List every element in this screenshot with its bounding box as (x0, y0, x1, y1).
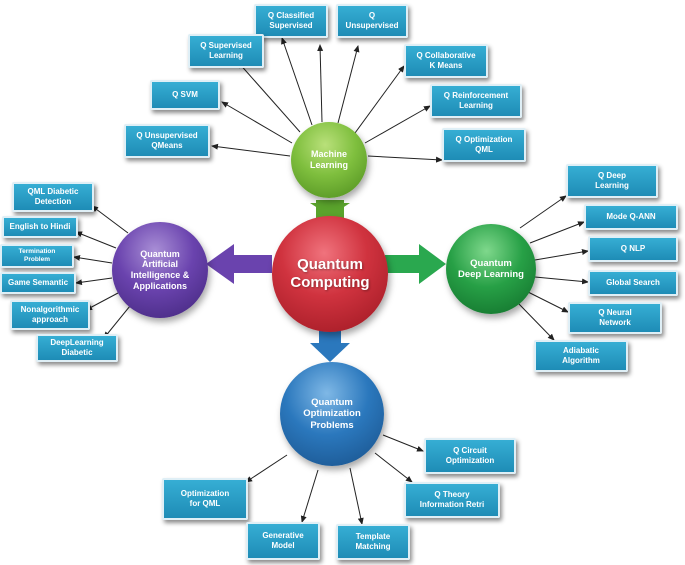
ai-arrow-3 (73, 254, 113, 264)
ml-box-label: Q SVM (172, 90, 198, 100)
dl-arrow-1 (519, 195, 567, 229)
ml-arrow-4 (237, 61, 301, 133)
ml-box-label: Q Unsupervised QMeans (136, 131, 198, 150)
opt-box-template-matching: Template Matching (336, 524, 410, 560)
ai-box-label: QML Diabetic Detection (27, 187, 79, 206)
ml-arrow-6 (221, 101, 293, 144)
opt-box-label: Q Theory Information Retri (419, 490, 485, 509)
dl-box-label: Q Deep Learning (595, 171, 629, 190)
dl-box-qnlp: Q NLP (588, 236, 678, 262)
ai-box-english-hindi: English to Hindi (2, 216, 78, 238)
opt-arrow-2 (374, 452, 413, 483)
opt-box-label: Optimization for QML (180, 489, 230, 508)
opt-box-label: Q Circuit Optimization (445, 446, 495, 465)
opt-box-optimization-qml: Optimization for QML (162, 478, 248, 520)
deep-learning-label: Quantum Deep Learning (458, 257, 524, 280)
dl-arrow-4 (534, 276, 589, 285)
center-node: Quantum Computing (272, 216, 388, 332)
ai-arrow-4 (75, 277, 113, 286)
ai-box-termination-problem: Termination Problem (0, 244, 74, 268)
ml-box-collaborative-kmeans: Q Collaborative K Means (404, 44, 488, 78)
dl-box-label: Adiabatic Algorithm (562, 346, 600, 365)
dl-arrow-6 (517, 302, 555, 341)
ai-applications-label: Quantum Artificial Intelligence & Applic… (130, 248, 190, 291)
ai-box-qml-diabetic: QML Diabetic Detection (12, 182, 94, 212)
ai-box-label: DeepLearning Diabetic (50, 338, 104, 357)
opt-arrow-5 (349, 467, 364, 525)
opt-box-theory-information: Q Theory Information Retri (404, 482, 500, 518)
optimization-node: Quantum Optimization Problems (280, 362, 384, 466)
dl-box-label: Global Search (606, 278, 660, 288)
ml-box-label: Q Reinforcement Learning (443, 91, 509, 110)
dl-box-deep-learning: Q Deep Learning (566, 164, 658, 198)
ai-arrow-5 (85, 292, 119, 311)
ai-applications-node: Quantum Artificial Intelligence & Applic… (112, 222, 208, 318)
optimization-label: Quantum Optimization Problems (303, 397, 361, 431)
ml-arrow-3 (337, 45, 360, 124)
ai-box-label: English to Hindi (9, 222, 71, 232)
block-arrow-left (206, 244, 272, 284)
opt-box-label: Generative Model (262, 531, 304, 550)
opt-arrow-1 (382, 434, 424, 452)
opt-box-label: Template Matching (355, 532, 391, 551)
ai-connectors (73, 205, 131, 339)
dl-box-global-search: Global Search (588, 270, 678, 296)
ai-arrow-2 (75, 231, 117, 249)
ml-connectors (211, 37, 443, 163)
ai-box-label: Nonalgorithmic approach (20, 305, 80, 324)
opt-arrow-4 (300, 469, 319, 523)
ml-box-label: Q Collaborative K Means (416, 51, 476, 70)
ml-box-unsupervised: Q Unsupervised (336, 4, 408, 38)
ai-box-deeplearning-diabetic: DeepLearning Diabetic (36, 334, 118, 362)
ml-box-reinforcement-learning: Q Reinforcement Learning (430, 84, 522, 118)
ai-arrow-1 (91, 205, 129, 234)
dl-arrow-2 (529, 221, 585, 244)
machine-learning-label: Machine Learning (309, 149, 348, 170)
ml-arrow-5 (354, 65, 405, 134)
block-arrow-right (385, 244, 446, 284)
ai-box-nonalgorithmic: Nonalgorithmic approach (10, 300, 90, 330)
opt-connectors (245, 434, 424, 525)
ml-box-label: Q Classified Supervised (267, 11, 315, 30)
ml-box-classified-supervised: Q Classified Supervised (254, 4, 328, 38)
ml-box-label: Q Supervised Learning (200, 41, 252, 60)
opt-box-circuit-optimization: Q Circuit Optimization (424, 438, 516, 474)
dl-box-adiabatic-algorithm: Adiabatic Algorithm (534, 340, 628, 372)
dl-connectors (517, 195, 589, 341)
ai-box-label: Game Semantic (7, 278, 69, 288)
ml-arrow-9 (367, 155, 443, 163)
ai-box-label: Termination Problem (18, 248, 56, 263)
dl-arrow-5 (527, 291, 569, 313)
dl-box-neural-network: Q Neural Network (568, 302, 662, 334)
ml-arrow-2 (317, 44, 324, 123)
ml-box-label: Q Optimization QML (455, 135, 513, 154)
opt-arrow-3 (245, 454, 288, 483)
ml-arrow-7 (364, 105, 431, 144)
machine-learning-node: Machine Learning (291, 122, 367, 198)
ml-box-unsupervised-qmeans: Q Unsupervised QMeans (124, 124, 210, 158)
deep-learning-node: Quantum Deep Learning (446, 224, 536, 314)
ml-box-label: Q Unsupervised (345, 11, 399, 30)
dl-arrow-3 (534, 249, 589, 261)
ml-arrow-1 (281, 37, 313, 126)
dl-box-label: Q NLP (620, 244, 646, 254)
ml-box-optimization-qml: Q Optimization QML (442, 128, 526, 162)
ml-box-supervised-learning: Q Supervised Learning (188, 34, 264, 68)
dl-box-mode-qann: Mode Q-ANN (584, 204, 678, 230)
dl-box-label: Mode Q-ANN (606, 212, 656, 222)
ml-box-svm: Q SVM (150, 80, 220, 110)
dl-box-label: Q Neural Network (598, 308, 632, 327)
ai-arrow-6 (103, 305, 131, 339)
ml-arrow-8 (211, 143, 291, 157)
ai-box-game-semantic: Game Semantic (0, 272, 76, 294)
center-node-label: Quantum Computing (290, 256, 370, 291)
opt-box-generative-model: Generative Model (246, 522, 320, 560)
